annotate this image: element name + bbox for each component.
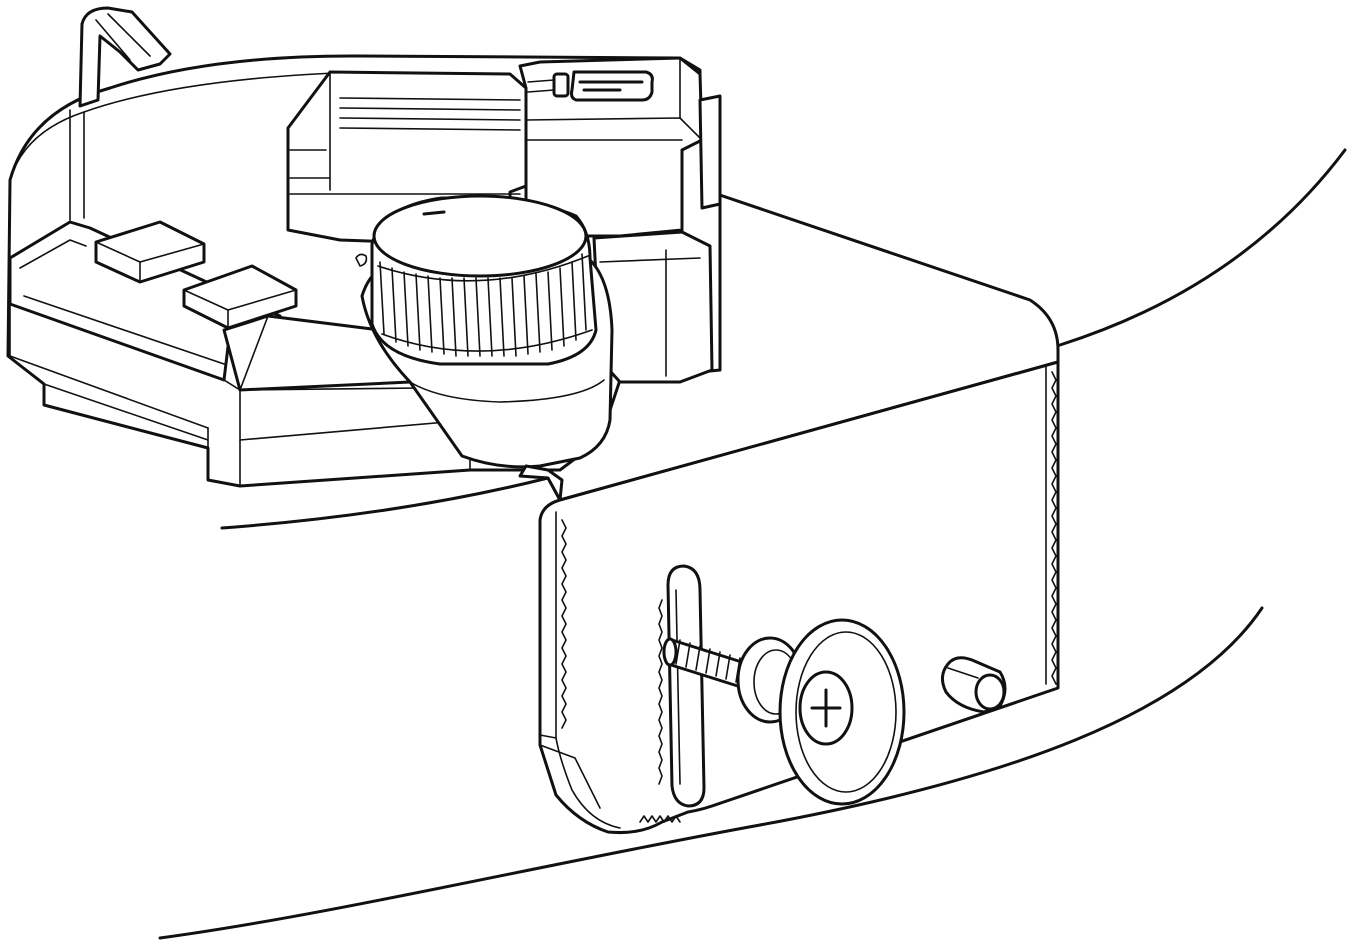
bracket-serrated-edge xyxy=(1051,371,1057,685)
ribbed-rotary-knob xyxy=(360,194,614,469)
bracket-tab xyxy=(518,464,564,502)
knob-detail-mark xyxy=(355,253,368,267)
adjustment-slot xyxy=(658,564,706,808)
slide-switch xyxy=(527,70,654,102)
push-button-2 xyxy=(182,264,298,330)
locating-pin xyxy=(941,656,1007,714)
base-surface xyxy=(158,148,1347,940)
base-upper-curve xyxy=(1058,148,1347,347)
bracket-left-fold xyxy=(555,511,621,829)
phillips-screw xyxy=(662,618,906,806)
push-button-1 xyxy=(94,220,206,284)
latch-clip xyxy=(78,6,172,108)
base-lower-curve xyxy=(158,606,1264,940)
base-left-edge xyxy=(220,476,550,530)
